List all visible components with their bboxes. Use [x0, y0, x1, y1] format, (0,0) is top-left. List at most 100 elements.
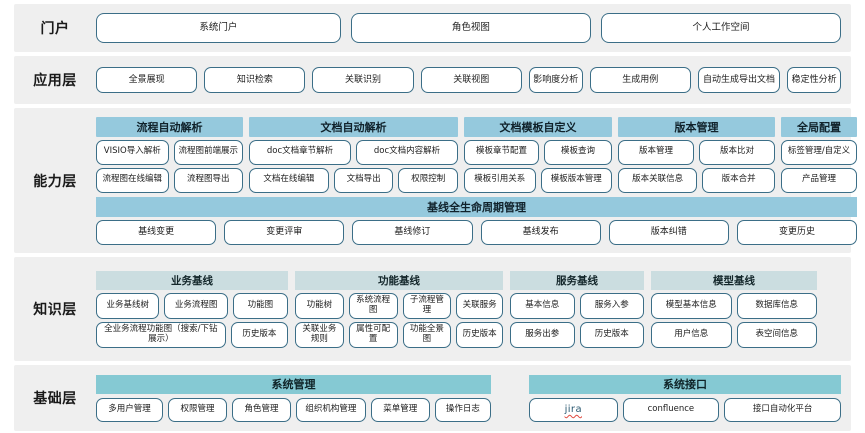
know-item-subprocess-mgmt[interactable]: 子流程管理: [402, 292, 452, 319]
cap-item-tag-mgmt-custom[interactable]: 标签管理/自定义: [781, 139, 857, 165]
app-item-relation-view[interactable]: 关联视图: [420, 67, 522, 93]
capability-group-row: 流程自动解析 VISIO导入解析 流程图前端展示 流程图在线编辑 流程图导出: [96, 116, 857, 193]
know-item-history-version-business[interactable]: 历史版本: [230, 321, 288, 348]
know-item-history-version-function[interactable]: 历史版本: [456, 321, 504, 348]
know-item-function-chart[interactable]: 功能图: [232, 292, 288, 319]
life-item-baseline-revision[interactable]: 基线修订: [352, 219, 473, 245]
know-item-user-info[interactable]: 用户信息: [651, 321, 732, 348]
know-item-function-panorama[interactable]: 功能全景图: [402, 321, 452, 348]
cap-item-version-compare[interactable]: 版本比对: [699, 139, 775, 165]
layer-portal: 门户 系统门户 角色视图 个人工作空间: [14, 4, 851, 52]
group-header-model-baseline: 模型基线: [651, 270, 817, 290]
group-header-doc-template: 文档模板自定义: [464, 116, 612, 137]
cap-item-flow-front-display[interactable]: 流程图前端展示: [173, 139, 243, 165]
know-item-service-basic-info[interactable]: 基本信息: [510, 292, 575, 319]
life-item-baseline-release[interactable]: 基线发布: [480, 219, 601, 245]
know-item-related-service[interactable]: 关联服务: [456, 292, 504, 319]
jira-logo-text: jira: [564, 403, 582, 415]
layer-knowledge: 知识层 业务基线 业务基线树 业务流程图 功能图 全业务流程功能图（搜索/下钻展…: [14, 257, 851, 361]
app-item-generate-usecase[interactable]: 生成用例: [589, 67, 691, 93]
know-item-function-tree[interactable]: 功能树: [295, 292, 344, 319]
portal-item-personal-workspace[interactable]: 个人工作空间: [600, 13, 842, 43]
app-item-knowledge-search[interactable]: 知识检索: [204, 67, 306, 93]
know-item-business-flow-chart[interactable]: 业务流程图: [164, 292, 228, 319]
group-header-function-baseline: 功能基线: [295, 270, 503, 290]
cap-item-doc-content-parse[interactable]: doc文档内容解析: [356, 139, 458, 165]
capability-group-version-mgmt: 版本管理 版本管理 版本比对 版本关联信息 版本合并: [618, 116, 775, 193]
know-item-service-input-param[interactable]: 服务入参: [579, 292, 644, 319]
know-item-service-output-param[interactable]: 服务出参: [510, 321, 575, 348]
capability-lifecycle-block: 基线全生命周期管理 基线变更 变更评审 基线修订 基线发布 版本纠错 变更历史: [96, 196, 858, 245]
base-item-menu-mgmt[interactable]: 菜单管理: [370, 397, 430, 422]
group-header-baseline-lifecycle: 基线全生命周期管理: [96, 196, 857, 217]
base-group-system-interface: 系统接口 jira confluence 接口自动化平台: [529, 374, 841, 422]
layer-body-portal: 系统门户 角色视图 个人工作空间: [96, 13, 851, 43]
cap-item-product-mgmt[interactable]: 产品管理: [781, 167, 857, 193]
base-item-confluence[interactable]: confluence: [622, 397, 720, 422]
layer-label-base: 基础层: [33, 391, 77, 407]
base-item-operation-log[interactable]: 操作日志: [434, 397, 491, 422]
know-item-full-business-flow-function-chart[interactable]: 全业务流程功能图（搜索/下钻展示）: [96, 321, 226, 348]
group-header-service-baseline: 服务基线: [510, 270, 644, 290]
app-item-panorama[interactable]: 全景展现: [96, 67, 198, 93]
life-item-version-correction[interactable]: 版本纠错: [608, 219, 729, 245]
capability-group-doc-parsing: 文档自动解析 doc文档章节解析 doc文档内容解析 文档在线编辑 文档导出 权…: [249, 116, 459, 193]
cap-item-template-query[interactable]: 模板查询: [544, 139, 612, 165]
capability-group-doc-template: 文档模板自定义 模板章节配置 模板查询 模板引用关系 模板版本管理: [464, 116, 612, 193]
app-item-impact-analysis[interactable]: 影响度分析: [528, 67, 583, 93]
application-item-row: 全景展现 知识检索 关联识别 关联视图 影响度分析 生成用例 自动生成导出文档 …: [96, 67, 841, 93]
life-item-change-review[interactable]: 变更评审: [224, 219, 345, 245]
group-header-system-interface: 系统接口: [529, 374, 841, 394]
layer-label-application: 应用层: [33, 73, 77, 89]
group-header-version-mgmt: 版本管理: [618, 116, 775, 137]
life-item-baseline-change[interactable]: 基线变更: [96, 219, 217, 245]
know-item-history-version-service[interactable]: 历史版本: [579, 321, 644, 348]
cap-item-doc-chapter-parse[interactable]: doc文档章节解析: [249, 139, 351, 165]
base-item-jira[interactable]: jira: [529, 397, 618, 422]
base-item-role-mgmt[interactable]: 角色管理: [232, 397, 291, 422]
knowledge-group-function-baseline: 功能基线 功能树 系统流程图 子流程管理 关联服务 关联业务规则 属性可配置 功…: [295, 270, 504, 348]
group-header-doc-parsing: 文档自动解析: [249, 116, 458, 137]
portal-item-row: 系统门户 角色视图 个人工作空间: [96, 13, 842, 43]
know-item-tablespace-info[interactable]: 表空间信息: [736, 321, 817, 348]
knowledge-group-business-baseline: 业务基线 业务基线树 业务流程图 功能图 全业务流程功能图（搜索/下钻展示） 历…: [96, 270, 288, 348]
app-item-auto-export-doc[interactable]: 自动生成导出文档: [697, 67, 781, 93]
life-item-change-history[interactable]: 变更历史: [736, 219, 858, 245]
know-item-model-basic-info[interactable]: 模型基本信息: [651, 292, 732, 319]
app-item-stability-analysis[interactable]: 稳定性分析: [787, 67, 841, 93]
portal-item-system-portal[interactable]: 系统门户: [96, 13, 341, 43]
layer-body-application: 全景展现 知识检索 关联识别 关联视图 影响度分析 生成用例 自动生成导出文档 …: [96, 67, 851, 93]
know-item-related-business-rule[interactable]: 关联业务规则: [295, 321, 344, 348]
cap-item-version-mgmt[interactable]: 版本管理: [618, 139, 694, 165]
cap-item-template-version-mgmt[interactable]: 模板版本管理: [540, 167, 612, 193]
portal-item-role-view[interactable]: 角色视图: [350, 13, 591, 43]
know-item-database-info[interactable]: 数据库信息: [736, 292, 817, 319]
architecture-diagram: 门户 系统门户 角色视图 个人工作空间 应用层 全景展现 知识检索 关联识别 关…: [0, 4, 865, 433]
cap-item-doc-online-edit[interactable]: 文档在线编辑: [249, 167, 329, 193]
cap-item-version-merge[interactable]: 版本合并: [702, 167, 775, 193]
layer-body-base: 系统管理 多用户管理 权限管理 角色管理 组织机构管理 菜单管理 操作日志 系统…: [96, 374, 851, 422]
knowledge-group-row: 业务基线 业务基线树 业务流程图 功能图 全业务流程功能图（搜索/下钻展示） 历…: [96, 270, 841, 348]
capability-group-global-config: 全局配置 标签管理/自定义 产品管理: [781, 116, 857, 193]
cap-item-flow-export[interactable]: 流程图导出: [173, 167, 243, 193]
know-item-business-baseline-tree[interactable]: 业务基线树: [96, 292, 160, 319]
base-item-interface-automation-platform[interactable]: 接口自动化平台: [724, 397, 841, 422]
cap-item-permission-control[interactable]: 权限控制: [398, 167, 459, 193]
base-item-org-structure-mgmt[interactable]: 组织机构管理: [296, 397, 366, 422]
capability-group-process-parsing: 流程自动解析 VISIO导入解析 流程图前端展示 流程图在线编辑 流程图导出: [96, 116, 243, 193]
cap-item-template-chapter-config[interactable]: 模板章节配置: [464, 139, 540, 165]
app-item-relation-recognition[interactable]: 关联识别: [312, 67, 414, 93]
cap-item-version-relation-info[interactable]: 版本关联信息: [618, 167, 698, 193]
know-item-attribute-configurable[interactable]: 属性可配置: [348, 321, 398, 348]
group-header-system-mgmt: 系统管理: [96, 374, 491, 394]
cap-item-doc-export[interactable]: 文档导出: [333, 167, 394, 193]
cap-item-visio-import-parse[interactable]: VISIO导入解析: [96, 139, 169, 165]
cap-item-flow-online-edit[interactable]: 流程图在线编辑: [96, 167, 169, 193]
base-item-permission-mgmt[interactable]: 权限管理: [168, 397, 228, 422]
cap-item-template-reference[interactable]: 模板引用关系: [464, 167, 536, 193]
base-item-multi-user-mgmt[interactable]: 多用户管理: [96, 397, 164, 422]
group-header-business-baseline: 业务基线: [96, 270, 288, 290]
know-item-system-flow-chart[interactable]: 系统流程图: [348, 292, 398, 319]
group-header-process-parsing: 流程自动解析: [96, 116, 243, 137]
layer-label-knowledge: 知识层: [33, 302, 77, 318]
